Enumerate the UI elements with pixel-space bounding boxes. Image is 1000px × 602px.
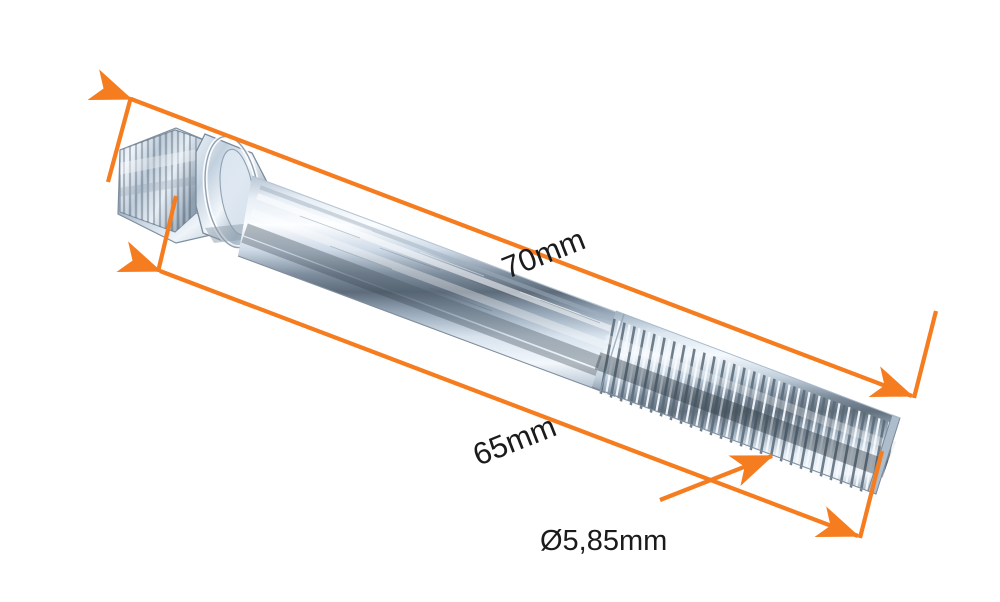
dimension-label-diameter: Ø5,85mm (540, 525, 668, 557)
bolt-thread (591, 310, 901, 497)
leader-line-diameter (659, 454, 774, 502)
ext-line-65-right (857, 450, 885, 539)
dimension-annotations (87, 69, 939, 539)
shank-texture (240, 182, 640, 392)
bolt-shank (237, 175, 649, 400)
ext-line-70-right (911, 310, 939, 399)
dimension-line-65 (116, 241, 860, 538)
